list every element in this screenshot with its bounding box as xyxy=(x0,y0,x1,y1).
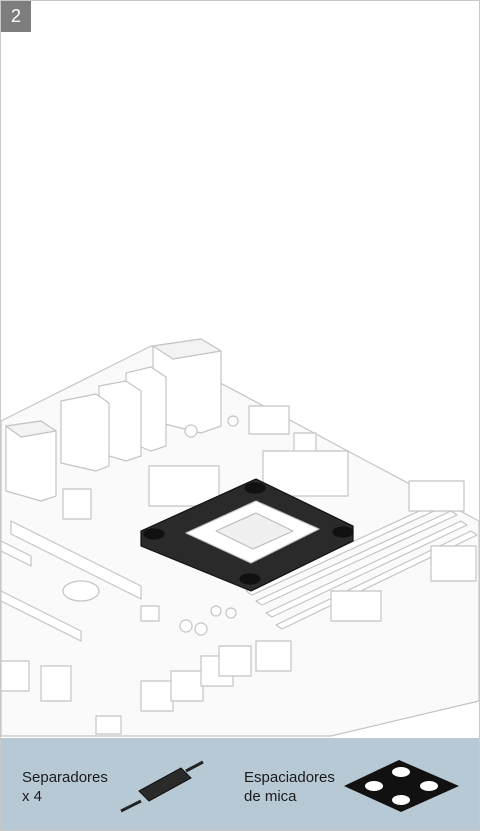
cmos-battery xyxy=(62,580,100,602)
mica-spacer-icon xyxy=(344,760,459,812)
included-parts-bar: Separadores x 4 Espaciadores de mica xyxy=(1,738,479,830)
motherboard-diagram xyxy=(1,338,479,737)
power-connector xyxy=(248,405,290,435)
standoff-icon xyxy=(120,760,204,813)
step-number-badge: 2 xyxy=(1,1,31,32)
pcie-slot xyxy=(10,520,142,600)
mica-spacers-label: Espaciadores de mica xyxy=(244,769,335,805)
cpu-socket-bracket xyxy=(140,478,354,592)
standoffs-label: Separadores x 4 xyxy=(22,769,108,805)
